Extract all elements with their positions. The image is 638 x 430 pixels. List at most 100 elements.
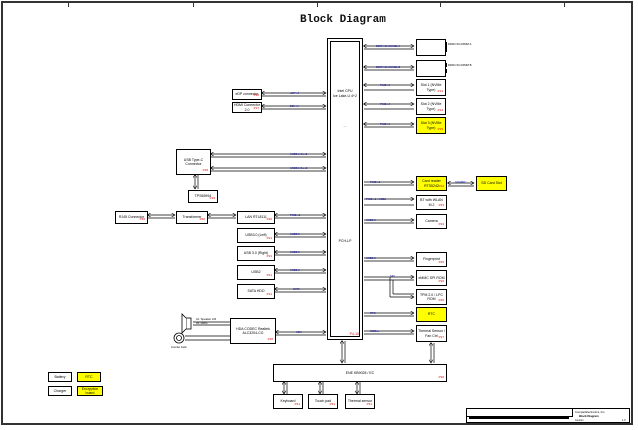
bus-dimm1 <box>364 46 414 50</box>
bus-label: HDA <box>296 330 302 334</box>
usb3-right-label: USB 3.0 (Right) <box>243 251 269 256</box>
usb3-left[interactable]: USB3.0 (Left)P21 <box>237 228 275 243</box>
touchpad-label: Touch pad <box>314 399 332 404</box>
page-ref: P19 <box>209 196 215 201</box>
sata-label: SATA HDD <box>247 289 265 294</box>
thermal-sensor-label: Thermal sensor <box>347 399 373 404</box>
page-ref: P14 <box>437 108 443 113</box>
title-block: Compal Electronics, Inc. Block Diagram C… <box>466 408 630 423</box>
ssd-slot-3[interactable]: Slot 3 (NVMe Type)P15 <box>416 117 446 134</box>
bus-label: PCIE x4 <box>380 83 391 87</box>
bus-label: DDR4 CHANNEL B <box>376 65 401 69</box>
dimm-a-block[interactable] <box>416 39 446 56</box>
cpu-name: Intel CPU <box>337 89 353 93</box>
size: Custom <box>575 419 584 422</box>
legend-charger: Charger <box>48 386 72 396</box>
dimm-b-block[interactable] <box>416 60 446 77</box>
bus-label: SMBus <box>370 329 380 333</box>
cpu-sub: Ice Lake-U 4+2 <box>333 94 357 98</box>
usb3-left-label: USB3.0 (Left) <box>245 233 267 238</box>
legend-label: RTC <box>85 374 93 379</box>
bus-label: USB3.0 <box>290 232 300 236</box>
thermal-label: Thermal Sensor / Fan Ctrl <box>418 329 445 338</box>
bus-label: USB3.1 Gen2 <box>290 152 308 156</box>
page-ref: P21 <box>266 292 272 297</box>
speaker-icon <box>181 313 192 334</box>
ssd-slot-1[interactable]: Slot 1 (NVMe Type)P13 <box>416 79 446 96</box>
legend-encryption: Encryption board <box>77 386 103 396</box>
bus-label: PCIE x1 <box>290 213 301 217</box>
dimm-a-label: DDR4 SO-DIMM A <box>448 42 472 46</box>
ec-label: ENE KB9028 / EC <box>345 370 375 375</box>
rj45-label: RJ45 Connector <box>118 215 145 220</box>
usb2-label: USB2 <box>251 270 261 275</box>
keyboard-label: Keyboard <box>280 399 296 404</box>
hdmi-label: HDMI Connector 2.0 <box>233 103 261 112</box>
bus-label: DDR4 CHANNEL A <box>376 44 401 48</box>
rtc-label: RTC <box>427 312 436 317</box>
cpu-page: P4-10 <box>349 332 359 336</box>
fingerprint-label: Fingerprint <box>423 257 440 262</box>
diagram-title: Block Diagram <box>300 14 386 26</box>
speaker-label: Int. Speaker L/R <box>196 317 217 321</box>
page-ref: P26 <box>438 298 444 303</box>
sd-card-label: SD Card Slot <box>481 181 502 186</box>
page-ref: P23 <box>438 203 444 208</box>
page-ref: P25 <box>438 260 444 265</box>
mic-label: Int. DMIC <box>196 321 208 325</box>
jack-label: Combo Jack <box>171 345 187 349</box>
page-ref: P24 <box>438 222 444 227</box>
legend-rtc: RTC <box>77 372 101 382</box>
bus-label: SATA <box>293 287 300 291</box>
bus-label: PCIE x4 <box>380 122 391 126</box>
sd-card-block[interactable]: SD Card Slot <box>476 176 507 191</box>
bus-label: SPI <box>390 274 395 278</box>
ssd-slot-2[interactable]: Slot 2 (NVMe Type)P14 <box>416 98 446 115</box>
lan-label: LAN RTL8111 <box>245 215 267 220</box>
page-ref: P31 <box>329 402 335 407</box>
bus-label: USB3.0 <box>290 250 300 254</box>
ssd-slot-2-label: Slot 2 (NVMe Type) <box>420 102 442 111</box>
usb3-right[interactable]: USB 3.0 (Right)P21 <box>237 246 275 261</box>
rev: 1.0 <box>622 419 626 422</box>
pch-label: PCH-LP <box>338 239 352 243</box>
page-ref: P18 <box>202 168 208 173</box>
legend-battery: Battery <box>48 372 72 382</box>
bus-label: PCIE x1 / USB2 <box>366 197 386 201</box>
usb-typec-label: USB Type-C Connector <box>183 157 204 166</box>
page-ref: P17 <box>253 106 259 111</box>
bus-label: RTC <box>370 311 376 315</box>
bus-label: USB3.1 Gen2 <box>290 166 308 170</box>
page-ref: P15 <box>437 127 443 132</box>
page-ref: P20 <box>266 217 272 222</box>
frame-tick <box>440 3 441 7</box>
frame-tick <box>68 3 69 7</box>
ssd-slot-3-label: Slot 3 (NVMe Type) <box>420 121 442 130</box>
frame-tick <box>317 3 318 7</box>
legend-label: Battery <box>54 374 66 379</box>
bus-label: SD/MMC <box>455 180 467 184</box>
frame-tick <box>193 3 194 7</box>
rtc-block[interactable]: RTC <box>416 307 447 322</box>
